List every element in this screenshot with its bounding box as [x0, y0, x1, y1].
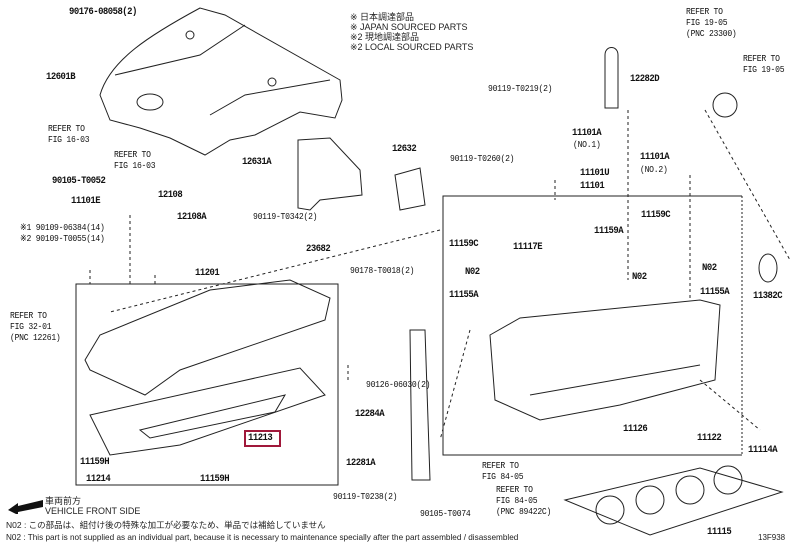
part-label[interactable]: 90105-T0074: [420, 508, 471, 519]
part-label[interactable]: 90126-06030(2): [366, 379, 431, 390]
part-label[interactable]: 11101: [580, 180, 605, 192]
part-label[interactable]: 11126: [623, 423, 648, 435]
n02-label: N02: [632, 271, 647, 283]
engine-cover-drawing: [99, 7, 343, 156]
refer-fig-link[interactable]: FIG 84-05: [482, 471, 524, 482]
part-label[interactable]: 12631A: [242, 156, 272, 168]
part-label[interactable]: 11101A: [640, 151, 670, 163]
part-label[interactable]: 11159H: [80, 456, 110, 468]
gasket-drawing: [89, 367, 326, 456]
part-label[interactable]: 11101U: [580, 167, 610, 179]
part-label[interactable]: 11159C: [449, 238, 479, 250]
part-label[interactable]: ※2 90109-T0055(14): [20, 233, 105, 244]
bracket-drawing: [297, 137, 363, 211]
part-label[interactable]: 12601B: [46, 71, 76, 83]
part-sublabel: (NO.1): [573, 139, 601, 150]
legend-note: ※ 日本調達部品: [350, 12, 415, 22]
cylinder-head-drawing: [489, 299, 721, 421]
part-label[interactable]: 11159H: [200, 473, 230, 485]
part-label[interactable]: 11382C: [753, 290, 783, 302]
part-label[interactable]: 90178-T0018(2): [350, 265, 415, 276]
part-label[interactable]: 11213: [248, 432, 273, 444]
refer-fig-link[interactable]: FIG 16-03: [114, 160, 156, 171]
refer-fig-link[interactable]: FIG 19-05: [686, 17, 728, 28]
head-gasket-drawing: [563, 467, 784, 536]
part-label[interactable]: 23682: [306, 243, 331, 255]
part-label[interactable]: 90119-T0260(2): [450, 153, 515, 164]
refer-label: REFER TO: [686, 6, 723, 17]
part-label[interactable]: 90176-08058(2): [69, 6, 137, 18]
refer-pnc: (PNC 89422C): [496, 506, 552, 517]
part-label[interactable]: 12108A: [177, 211, 207, 223]
refer-fig-link[interactable]: FIG 16-03: [48, 134, 90, 145]
front-side-label: VEHICLE FRONT SIDE: [45, 506, 141, 516]
part-label[interactable]: 11159C: [641, 209, 671, 221]
footnote: N02 : この部品は、組付け後の特殊な加工が必要なため、単品では補給していませ…: [6, 520, 326, 530]
refer-label: REFER TO: [48, 123, 85, 134]
part-label[interactable]: 90119-T0219(2): [488, 83, 553, 94]
valve-cover-drawing: [84, 279, 331, 396]
footnote: N02 : This part is not supplied as an in…: [6, 533, 519, 542]
part-label[interactable]: 12284A: [355, 408, 385, 420]
cylinder-head-box: [442, 195, 742, 456]
part-label[interactable]: 90105-T0052: [52, 175, 106, 187]
refer-label: REFER TO: [114, 149, 151, 160]
part-label[interactable]: 90119-T0238(2): [333, 491, 398, 502]
refer-fig-link[interactable]: FIG 19-05: [743, 64, 785, 75]
legend-note: ※ JAPAN SOURCED PARTS: [350, 22, 468, 32]
refer-fig-link[interactable]: FIG 32-01: [10, 321, 52, 332]
part-label[interactable]: 11101A: [572, 127, 602, 139]
refer-fig-link[interactable]: FIG 84-05: [496, 495, 538, 506]
n02-label: N02: [465, 266, 480, 278]
refer-pnc: (PNC 12261): [10, 332, 61, 343]
part-label[interactable]: 90119-T0342(2): [253, 211, 318, 222]
part-label[interactable]: ※1 90109-06384(14): [20, 222, 105, 233]
part-label[interactable]: 11115: [707, 526, 732, 538]
refer-pnc: (PNC 23300): [686, 28, 737, 39]
n02-label: N02: [702, 262, 717, 274]
front-arrow-icon: [8, 500, 43, 514]
part-label[interactable]: 12108: [158, 189, 183, 201]
legend-note: ※2 現地調達部品: [350, 32, 420, 42]
part-sublabel: (NO.2): [640, 164, 668, 175]
refer-label: REFER TO: [10, 310, 47, 321]
part-label[interactable]: 11201: [195, 267, 220, 279]
part-label[interactable]: 11114A: [748, 444, 778, 456]
part-label[interactable]: 11101E: [71, 195, 101, 207]
valve-cover-box: [75, 283, 339, 486]
part-label[interactable]: 12632: [392, 143, 417, 155]
figure-code: 13F938: [758, 533, 786, 542]
highlighted-part-box[interactable]: 11213: [244, 430, 281, 447]
part-label[interactable]: 11122: [697, 432, 722, 444]
legend-note: ※2 LOCAL SOURCED PARTS: [350, 42, 474, 52]
part-label[interactable]: 11155A: [700, 286, 730, 298]
part-label[interactable]: 11155A: [449, 289, 479, 301]
front-side-label: 車両前方: [45, 496, 82, 506]
part-label[interactable]: 12281A: [346, 457, 376, 469]
part-label[interactable]: 11117E: [513, 241, 543, 253]
part-label[interactable]: 12282D: [630, 73, 660, 85]
refer-label: REFER TO: [496, 484, 533, 495]
part-label[interactable]: 11214: [86, 473, 111, 485]
refer-label: REFER TO: [482, 460, 519, 471]
refer-label: REFER TO: [743, 53, 780, 64]
part-label[interactable]: 11159A: [594, 225, 624, 237]
